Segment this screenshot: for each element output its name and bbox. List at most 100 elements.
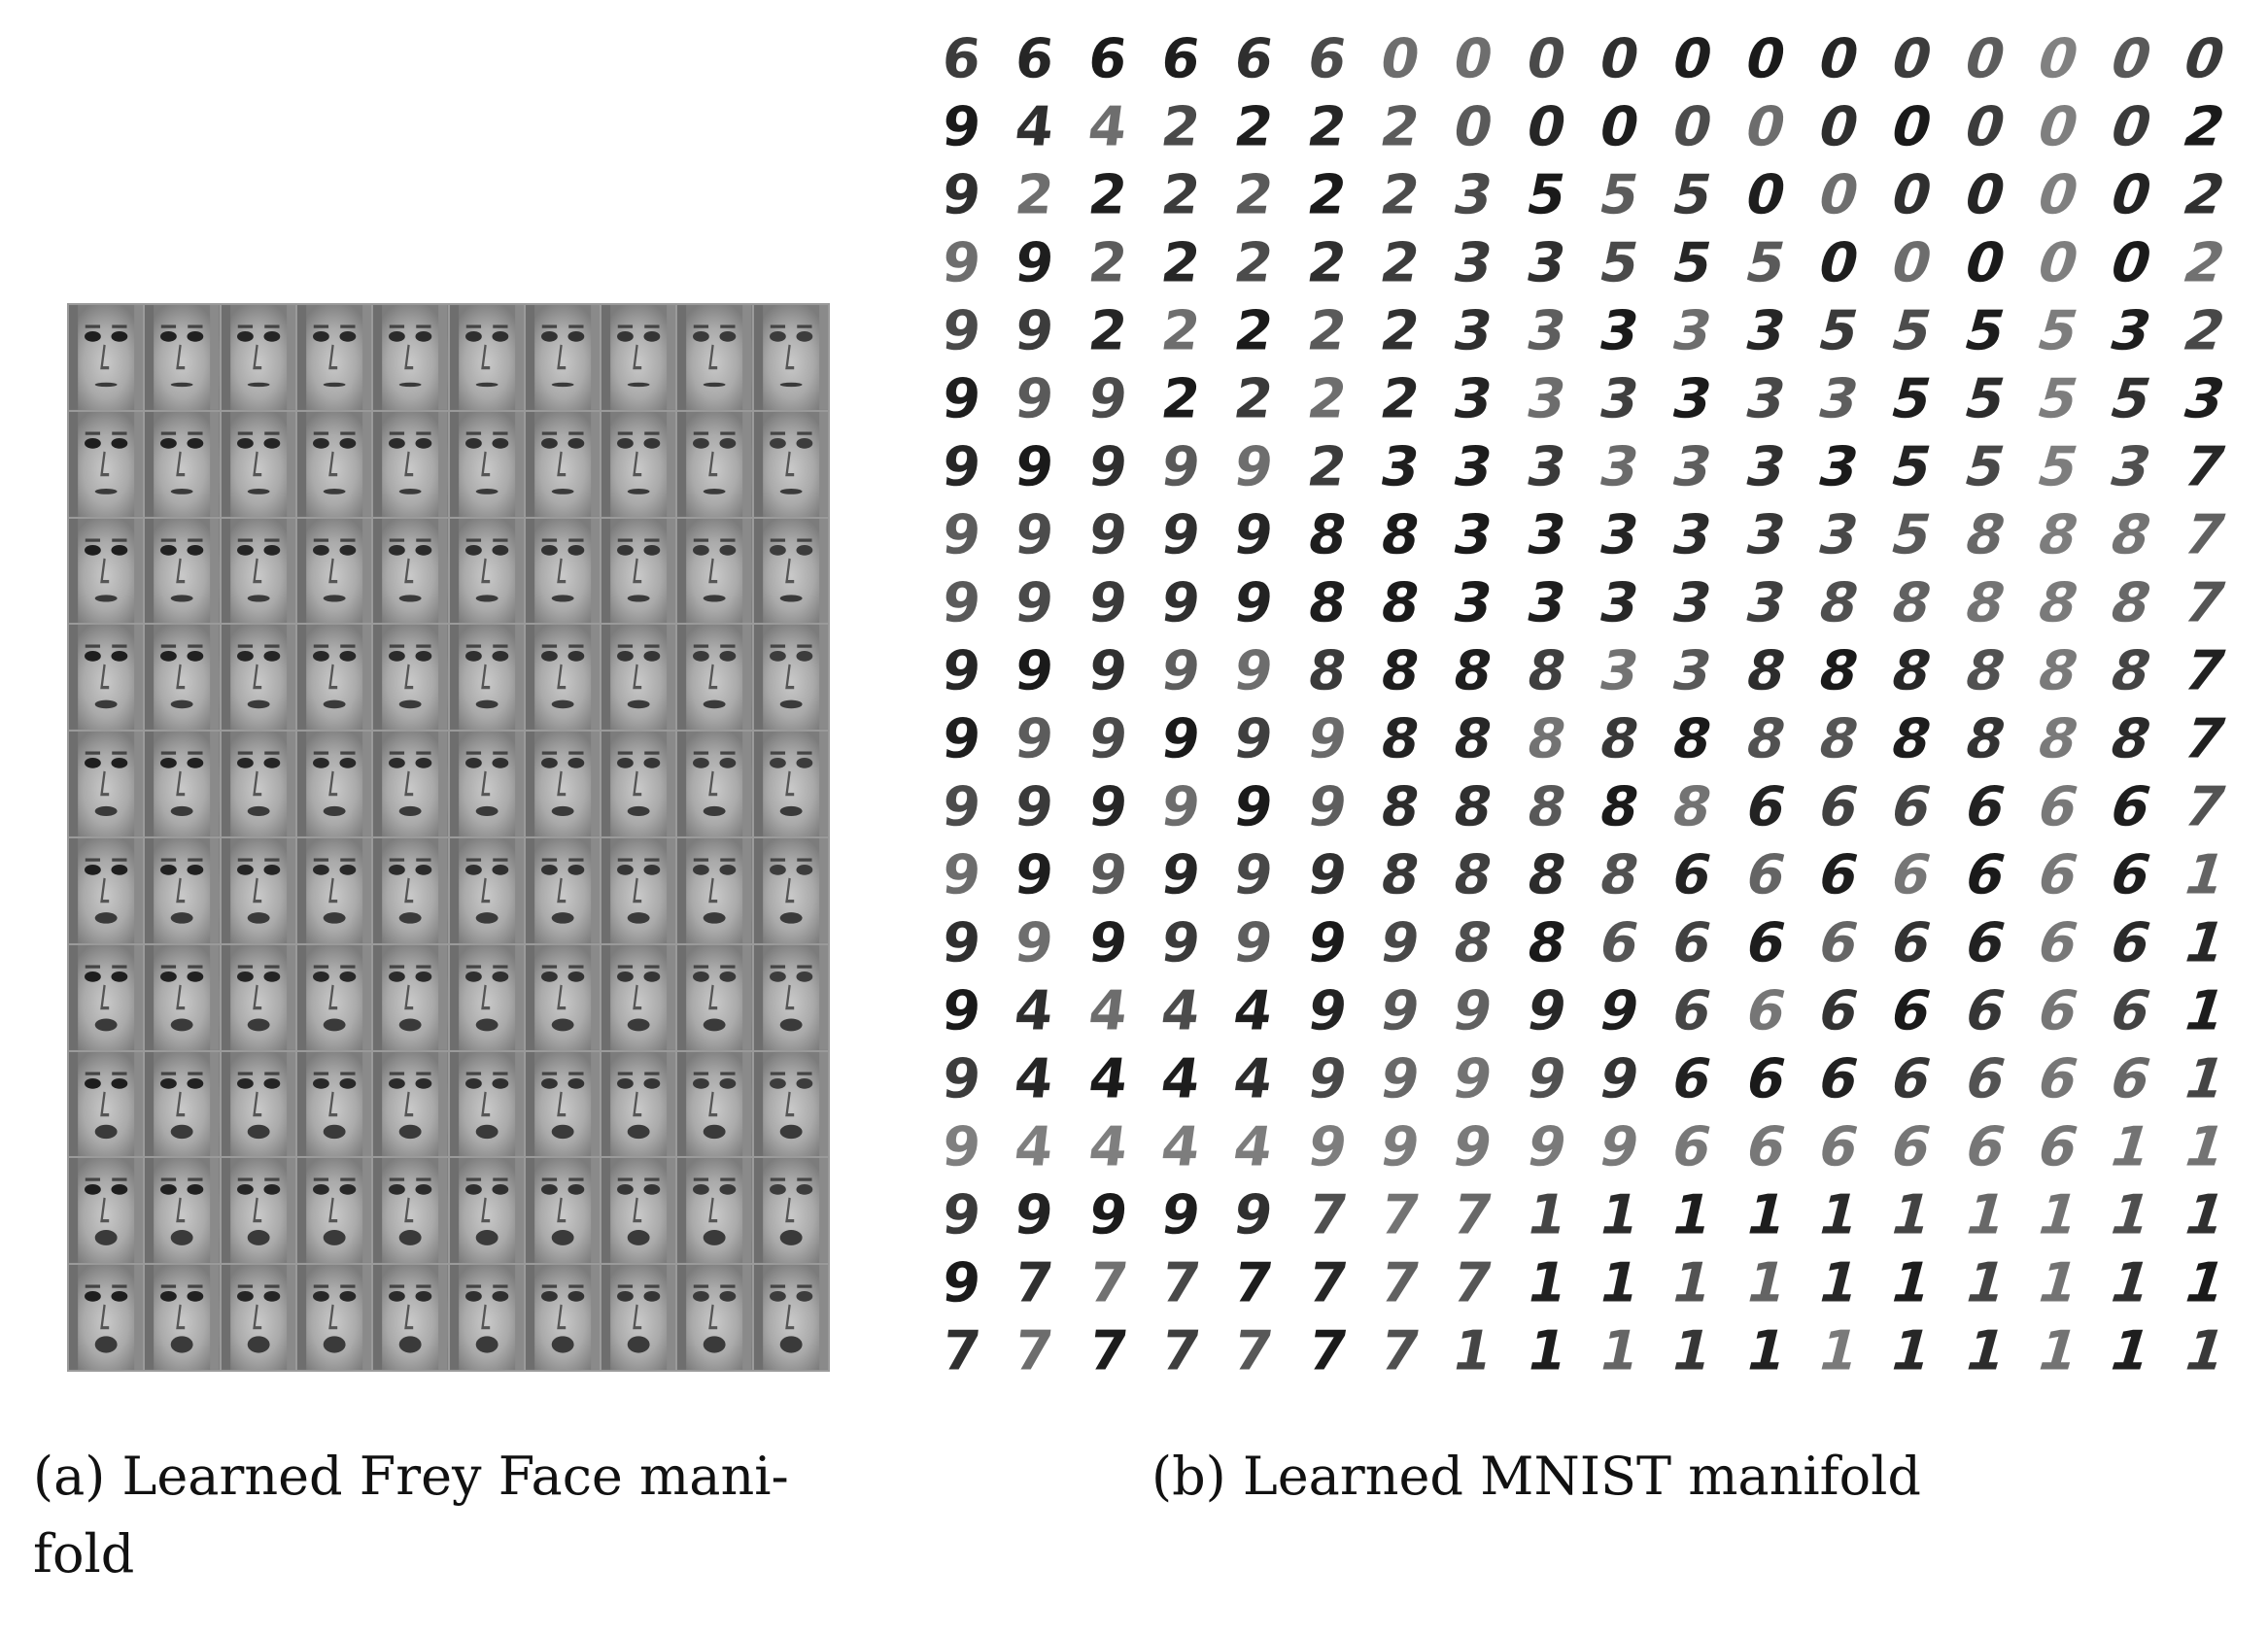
face-image [145,732,220,836]
digit-sample: 1 [1522,1252,1572,1314]
digit-sample: 9 [940,1252,984,1315]
digit-sample: 6 [2030,1048,2086,1111]
digit-sample: 0 [2103,96,2159,159]
digit-sample: 6 [1739,1047,1792,1110]
digit-sample: 2 [2176,299,2233,362]
digit-sample: 3 [1448,572,1497,634]
digit-sample: 3 [1739,503,1792,566]
digit-sample: 9 [1448,1116,1497,1178]
digit-sample: 5 [1958,436,2013,499]
frey-face-manifold-grid [67,303,830,1372]
face-image [145,625,220,731]
digit-sample: 8 [2103,504,2159,567]
face-image [525,625,601,731]
digit-sample: 0 [1448,28,1497,90]
digit-sample: 5 [2030,368,2086,431]
face-image [221,838,295,943]
digit-sample: 1 [2176,1047,2233,1110]
digit-sample: 9 [1230,572,1278,635]
digit-sample: 3 [1522,572,1572,634]
digit-sample: 8 [1522,776,1572,838]
digit-sample: 3 [1448,504,1497,566]
face-image [753,944,828,1050]
digit-sample: 3 [1812,435,1866,498]
face-image [677,1051,752,1157]
digit-sample: 0 [2103,28,2159,91]
digit-sample: 2 [1376,232,1425,295]
digit-sample: 1 [2102,1184,2158,1247]
digit-sample: 0 [1594,27,1645,90]
digit-sample: 1 [1812,1183,1866,1246]
digit-sample: 6 [1666,843,1718,906]
digit-sample: 6 [1012,28,1057,91]
digit-sample: 5 [2030,300,2086,363]
digit-sample: 1 [2177,1319,2234,1382]
digit-sample: 3 [1739,571,1792,634]
digit-sample: 0 [1521,96,1571,158]
digit-sample: 9 [940,1048,984,1111]
digit-sample: 1 [1448,1320,1497,1382]
digit-sample: 9 [1085,708,1131,771]
digit-sample: 9 [1303,912,1352,975]
face-image [753,1158,828,1264]
digit-sample: 0 [1812,95,1866,158]
digit-sample: 4 [1085,1048,1131,1111]
face-image [373,1158,448,1264]
digit-sample: 8 [1448,708,1497,770]
face-image [145,1158,220,1264]
digit-sample: 0 [2103,232,2159,295]
digit-sample: 1 [1884,1319,1939,1382]
digit-sample: 6 [2030,912,2086,975]
digit-sample: 2 [1303,164,1352,227]
face-image [373,305,448,410]
face-image [69,518,144,624]
digit-sample: 4 [1229,980,1277,1043]
face-image [221,1265,295,1370]
digit-sample: 0 [1957,96,2012,159]
digit-sample: 6 [1958,776,2013,839]
digit-sample: 9 [1303,980,1352,1043]
face-image [525,1051,601,1157]
digit-sample: 7 [2176,639,2233,702]
digit-sample: 0 [1448,96,1497,158]
digit-sample: 2 [1303,300,1352,363]
digit-sample: 3 [1521,368,1571,430]
face-image [601,1051,676,1157]
face-image [145,305,220,410]
digit-sample: 2 [2176,163,2233,226]
digit-sample: 8 [1448,776,1497,838]
digit-sample: 9 [1085,912,1131,975]
digit-sample: 9 [1012,912,1057,975]
digit-sample: 1 [1666,1251,1718,1314]
digit-sample: 2 [2176,95,2233,158]
digit-sample: 7 [1085,1320,1131,1383]
digit-sample: 5 [1957,368,2012,431]
digit-sample: 9 [1376,1048,1425,1111]
face-image [221,518,295,624]
digit-sample: 2 [1230,300,1278,363]
digit-sample: 1 [1740,1319,1793,1382]
face-image [753,518,828,624]
digit-sample: 6 [2030,1116,2086,1179]
digit-sample: 2 [1157,164,1204,227]
digit-sample: 7 [1012,1252,1057,1315]
digit-sample: 8 [1739,639,1792,702]
digit-sample: 6 [1958,1116,2013,1179]
digit-sample: 6 [1958,980,2013,1043]
digit-sample: 9 [1448,1048,1497,1110]
digit-sample: 4 [1012,980,1057,1043]
face-image [449,518,524,624]
digit-sample: 6 [1884,775,1939,838]
digit-sample: 0 [1884,231,1939,294]
digit-sample: 9 [1303,708,1352,771]
digit-sample: 3 [1448,368,1497,430]
digit-sample: 6 [1303,28,1352,91]
digit-sample: 9 [1376,912,1425,975]
digit-sample: 0 [1884,163,1939,226]
digit-sample: 5 [1594,163,1645,226]
caption-frey-face-line1: (a) Learned Frey Face mani- [33,1446,789,1507]
face-image [145,838,220,943]
face-image [525,518,601,624]
digit-sample: 1 [1666,1319,1718,1382]
digit-sample: 2 [1012,164,1057,227]
